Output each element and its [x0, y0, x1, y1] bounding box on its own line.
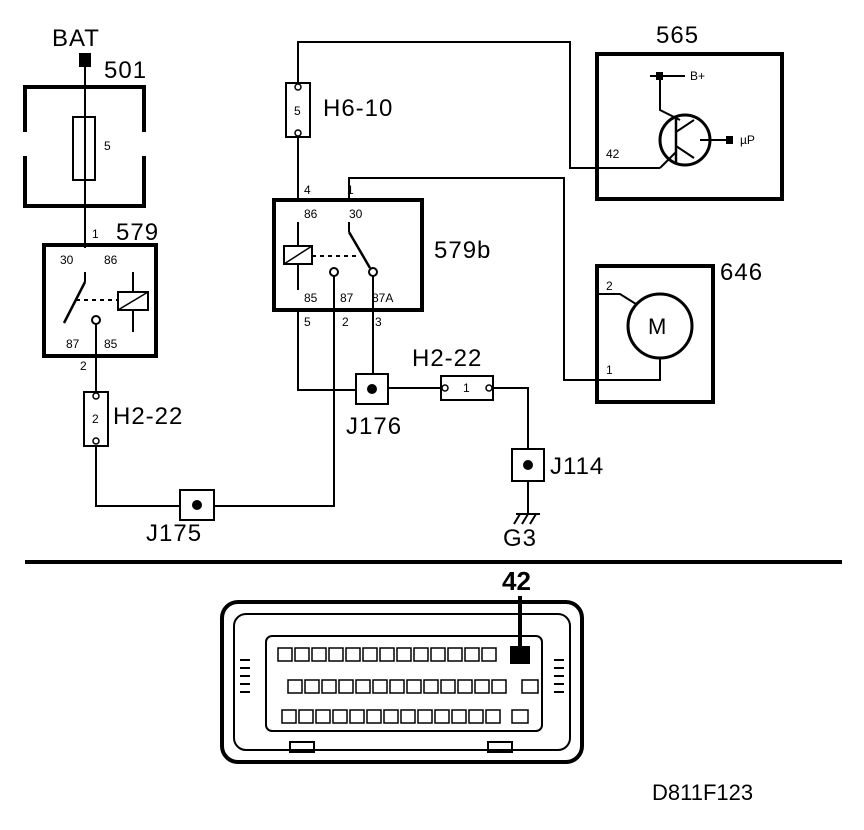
relay-579b-pin-5: 5 [304, 315, 311, 329]
splice-j176 [355, 373, 389, 405]
ground-icon [513, 513, 540, 525]
relay-579b-pin-1: 1 [347, 183, 354, 197]
splice-j175 [179, 489, 215, 521]
connector-h6-10: 5 [285, 82, 311, 138]
svg-text:B+: B+ [690, 69, 705, 83]
svg-text:86: 86 [304, 207, 318, 221]
ecu-565: B+ µP 42 [595, 52, 784, 201]
svg-text:1: 1 [463, 381, 470, 395]
svg-text:M: M [648, 314, 666, 339]
motor-646: M 2 1 [595, 264, 715, 404]
ecu-connector-face [220, 596, 584, 764]
svg-text:87A: 87A [372, 291, 393, 305]
wires [84, 41, 660, 514]
svg-text:5: 5 [104, 139, 111, 153]
svg-text:42: 42 [606, 147, 620, 161]
svg-text:86: 86 [104, 253, 118, 267]
relay-579-pin-bottom: 2 [80, 359, 87, 373]
bat-label: BAT [52, 25, 100, 52]
svg-text:87: 87 [340, 291, 354, 305]
relay-579b-pin-3: 3 [375, 315, 382, 329]
svg-text:85: 85 [104, 337, 118, 351]
ecu-565-label: 565 [656, 22, 699, 49]
svg-text:2: 2 [92, 412, 99, 426]
svg-text:85: 85 [304, 291, 318, 305]
fuse-box-label: 501 [104, 57, 147, 84]
ground-label: G3 [503, 525, 537, 552]
relay-579b-label: 579b [434, 237, 491, 264]
connector-h6-10-label: H6-10 [323, 95, 393, 122]
connector-h2-22-left: 2 [83, 391, 109, 447]
fuse-box-501: 5 [21, 85, 148, 208]
svg-text:30: 30 [349, 207, 363, 221]
connector-h2-22-left-label: H2-22 [113, 403, 183, 430]
relay-579-pin-top: 1 [92, 227, 99, 241]
pin-42-highlight [510, 646, 530, 664]
splice-j176-label: J176 [346, 413, 402, 440]
svg-text:µP: µP [740, 133, 755, 147]
relay-579b-pin-2: 2 [342, 315, 349, 329]
splice-j114 [511, 448, 545, 482]
bat-terminal [79, 53, 91, 67]
motor-646-label: 646 [720, 259, 763, 286]
splice-j175-label: J175 [146, 520, 202, 547]
connector-h2-22-mid: 1 [440, 375, 494, 401]
relay-579-label: 579 [116, 219, 159, 246]
svg-text:5: 5 [294, 104, 301, 118]
relay-579b-pin-4: 4 [304, 183, 311, 197]
diagram-id: D811F123 [652, 780, 753, 805]
pin-42-label: 42 [502, 566, 531, 596]
svg-text:1: 1 [606, 363, 613, 377]
splice-j114-label: J114 [550, 453, 604, 480]
relay-579b: 86 30 85 87 87A [272, 198, 424, 312]
connector-h2-22-mid-label: H2-22 [412, 345, 482, 372]
svg-text:87: 87 [66, 337, 80, 351]
svg-text:2: 2 [606, 279, 613, 293]
relay-579: 30 86 87 85 [42, 243, 158, 358]
svg-text:30: 30 [60, 253, 74, 267]
